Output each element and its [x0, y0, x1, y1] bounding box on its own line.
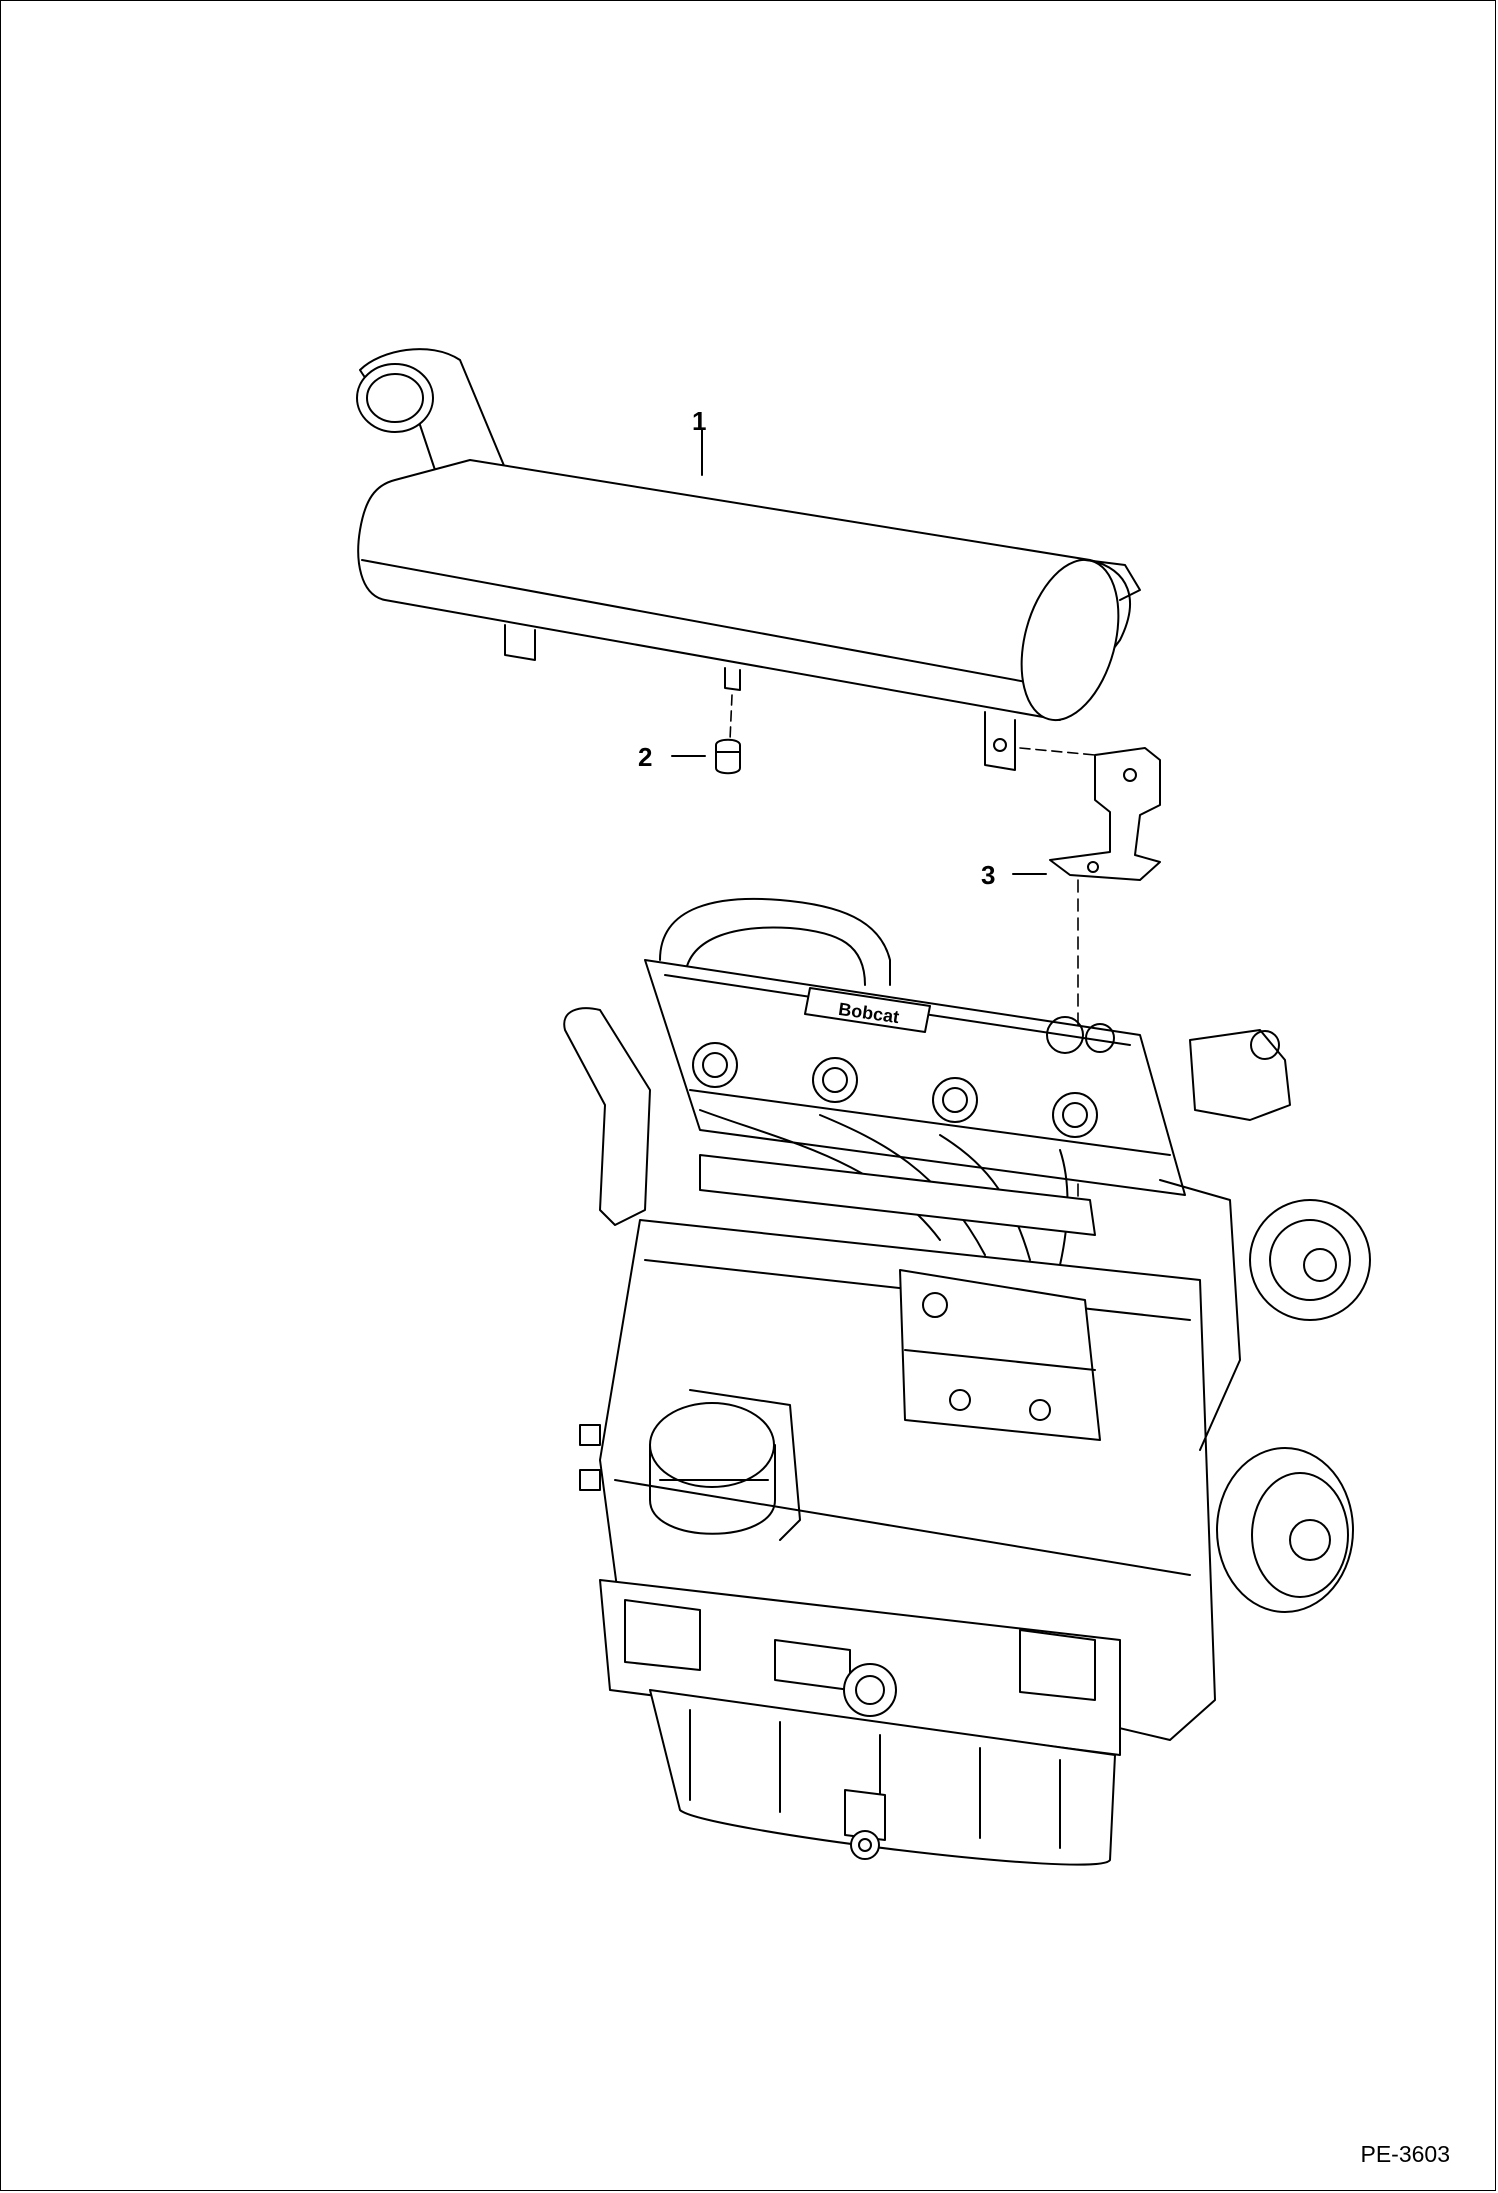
- drain-plug: [715, 694, 741, 775]
- figure-id: PE-3603: [1360, 2141, 1450, 2167]
- mounting-bracket: [1019, 747, 1161, 1216]
- muffler: [356, 348, 1141, 771]
- callout-1-number: 1: [692, 406, 706, 436]
- callout-2-number: 2: [638, 742, 652, 772]
- engine: [563, 897, 1371, 1866]
- callout-3-number: 3: [981, 860, 995, 890]
